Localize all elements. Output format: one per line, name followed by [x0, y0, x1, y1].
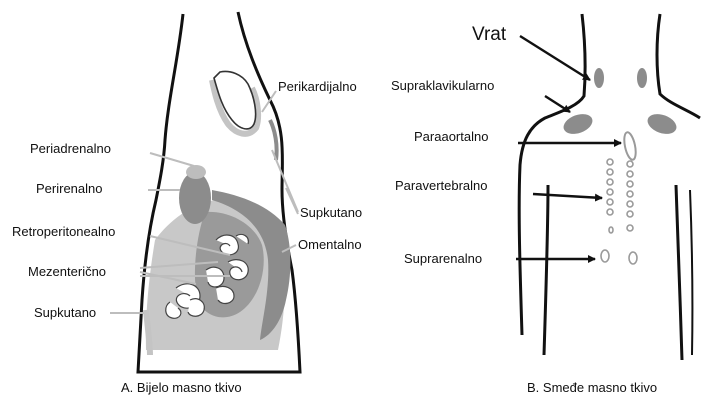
- label-mezentericno: Mezenterično: [28, 264, 106, 279]
- caption-panel-b: B. Smeđe masno tkivo: [527, 380, 657, 395]
- label-omentalno: Omentalno: [298, 237, 362, 252]
- label-periadrenalno: Periadrenalno: [30, 141, 111, 156]
- paravertebral-fat-chain: [607, 159, 633, 233]
- label-suprarenalno: Suprarenalno: [404, 251, 482, 266]
- panel-a-white-fat: Perikardijalno Periadrenalno Perirenalno…: [12, 12, 362, 395]
- label-perirenalno: Perirenalno: [36, 181, 103, 196]
- right-arm-inner: [676, 185, 682, 360]
- perirenal-fat: [179, 172, 211, 224]
- caption-panel-a: A. Bijelo masno tkivo: [121, 380, 242, 395]
- label-paravertebralno: Paravertebralno: [395, 178, 488, 193]
- neck-left-outline: [519, 14, 585, 335]
- panel-b-brown-fat: Vrat Supraklavikularno Paraaortalno Para…: [391, 14, 700, 395]
- label-supkutano-right: Supkutano: [300, 205, 362, 220]
- supraclavicular-fat-left: [561, 110, 595, 137]
- label-supraklavikularno: Supraklavikularno: [391, 78, 494, 93]
- label-vrat: Vrat: [472, 24, 507, 45]
- left-arm-inner: [544, 185, 548, 355]
- right-arm-outer: [690, 190, 692, 355]
- label-supkutano-left: Supkutano: [34, 305, 96, 320]
- label-retroperitonealno: Retroperitonealno: [12, 224, 115, 239]
- adrenal-fat: [186, 165, 206, 179]
- label-perikardijalno: Perikardijalno: [278, 79, 357, 94]
- neck-fat-deposit: [594, 68, 604, 88]
- pericardial-fat: [212, 80, 258, 134]
- paraaortic-fat: [622, 131, 638, 160]
- label-paraaortalno: Paraaortalno: [414, 129, 488, 144]
- suprarenal-fat-right: [629, 252, 637, 264]
- neck-fat-deposit-right: [637, 68, 647, 88]
- supraclavicular-fat-right: [645, 110, 679, 137]
- suprarenal-fat-left: [601, 250, 609, 262]
- neck-right-outline: [657, 14, 700, 118]
- heart-outline: [214, 72, 256, 129]
